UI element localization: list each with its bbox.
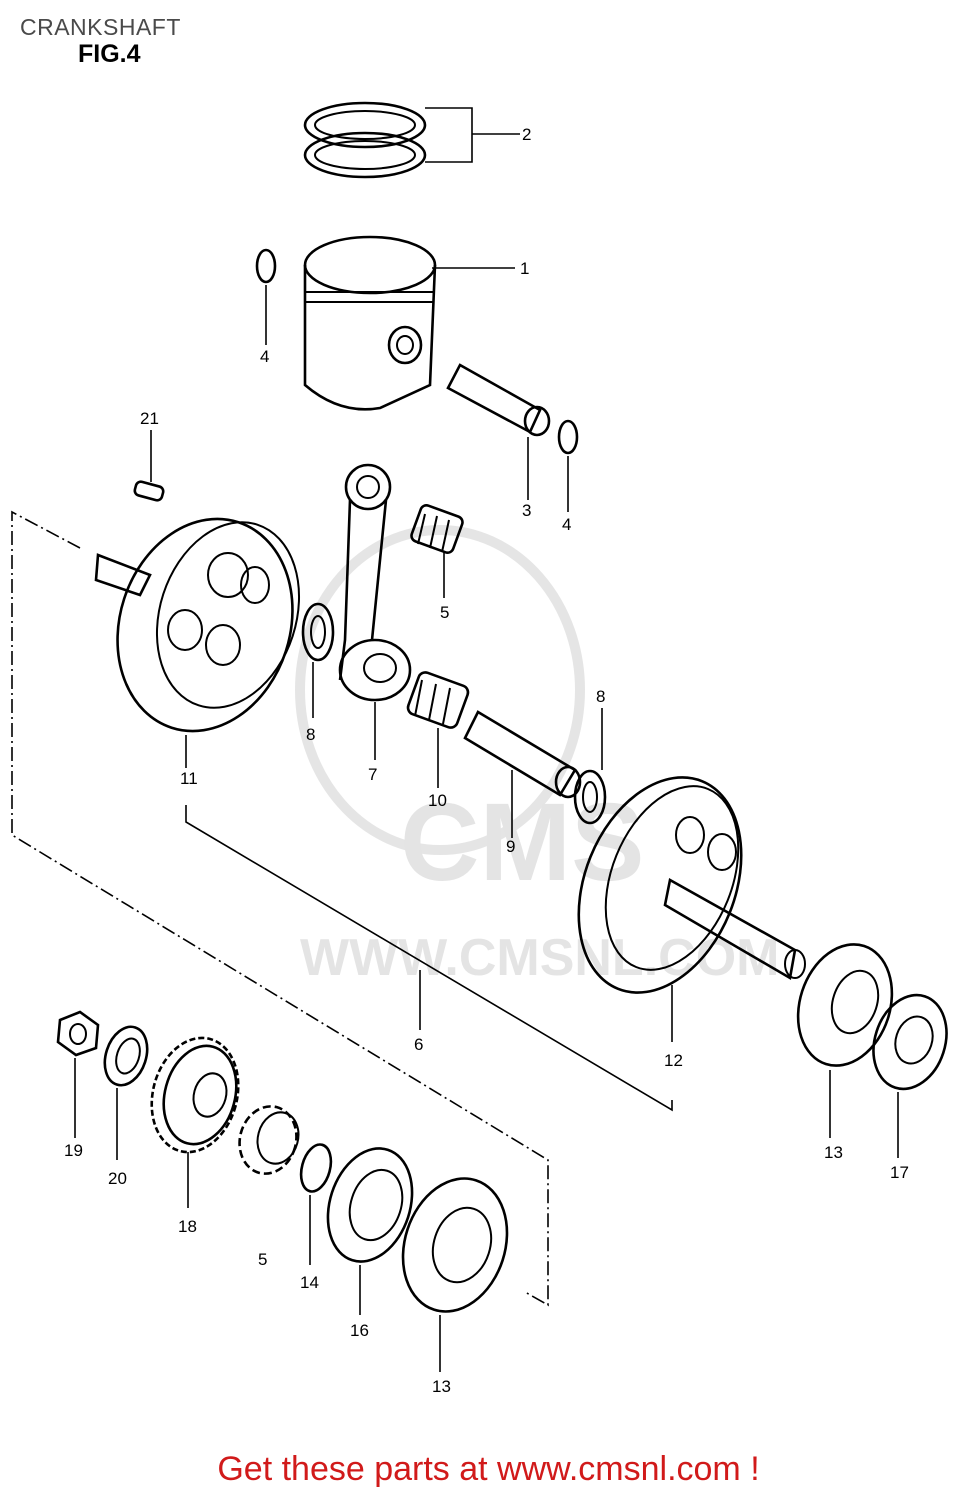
callout-18: 18 <box>178 1217 197 1236</box>
callout-7: 7 <box>368 765 377 784</box>
thrust-washer-left <box>301 602 335 718</box>
callout-17: 17 <box>890 1163 909 1182</box>
primary-gear <box>150 1036 240 1208</box>
piston <box>303 235 515 411</box>
callout-13-right: 13 <box>824 1143 843 1162</box>
oil-seal-right <box>872 993 948 1158</box>
bearing-right <box>796 943 894 1138</box>
callout-1: 1 <box>520 259 529 278</box>
circlip-small <box>299 1143 333 1265</box>
callout-5-lower: 5 <box>258 1250 267 1269</box>
circlip-left <box>255 248 277 345</box>
callout-16: 16 <box>350 1321 369 1340</box>
callout-4-left: 4 <box>260 347 269 366</box>
callout-3: 3 <box>522 501 531 520</box>
crank-pin <box>463 710 582 838</box>
callout-21: 21 <box>140 409 159 428</box>
woodruff-key <box>133 430 165 502</box>
callout-13-bottom: 13 <box>432 1377 451 1396</box>
watermark-url: WWW.CMSNL.COM <box>300 929 779 987</box>
crankshaft-assy-bracket <box>11 510 673 1307</box>
callout-12: 12 <box>664 1051 683 1070</box>
lock-washer <box>103 1025 149 1160</box>
callout-9: 9 <box>506 837 515 856</box>
crank-left <box>94 517 301 768</box>
connecting-rod <box>338 463 412 760</box>
callout-6: 6 <box>414 1035 423 1054</box>
piston-pin <box>446 363 551 500</box>
thrust-washer-right <box>573 708 607 825</box>
circlip-right <box>557 419 579 512</box>
callout-4-right: 4 <box>562 515 571 534</box>
page-title: CRANKSHAFT <box>20 14 181 40</box>
bearing-bottom <box>401 1177 509 1372</box>
watermark: CMS WWW.CMSNL.COM <box>295 525 779 987</box>
nut <box>56 1010 100 1138</box>
callout-8-right: 8 <box>596 687 605 706</box>
bearing-big-end <box>406 671 470 788</box>
callout-10: 10 <box>428 791 447 810</box>
callout-11: 11 <box>180 769 198 788</box>
callout-2: 2 <box>522 125 531 144</box>
watermark-logo <box>295 525 585 855</box>
bearing-small-end <box>410 504 464 598</box>
callout-8-left: 8 <box>306 725 315 744</box>
figure-label: FIG.4 <box>78 40 141 68</box>
callout-20: 20 <box>108 1169 127 1188</box>
oil-seal-left <box>326 1147 414 1315</box>
callout-19: 19 <box>64 1141 83 1160</box>
footer-link[interactable]: Get these parts at www.cmsnl.com ! <box>217 1450 760 1488</box>
bearing-needle-lower <box>238 1105 300 1175</box>
callout-14: 14 <box>300 1273 319 1292</box>
piston-ring-set <box>303 101 520 179</box>
callout-5-upper: 5 <box>440 603 449 622</box>
crank-right <box>577 776 806 1042</box>
